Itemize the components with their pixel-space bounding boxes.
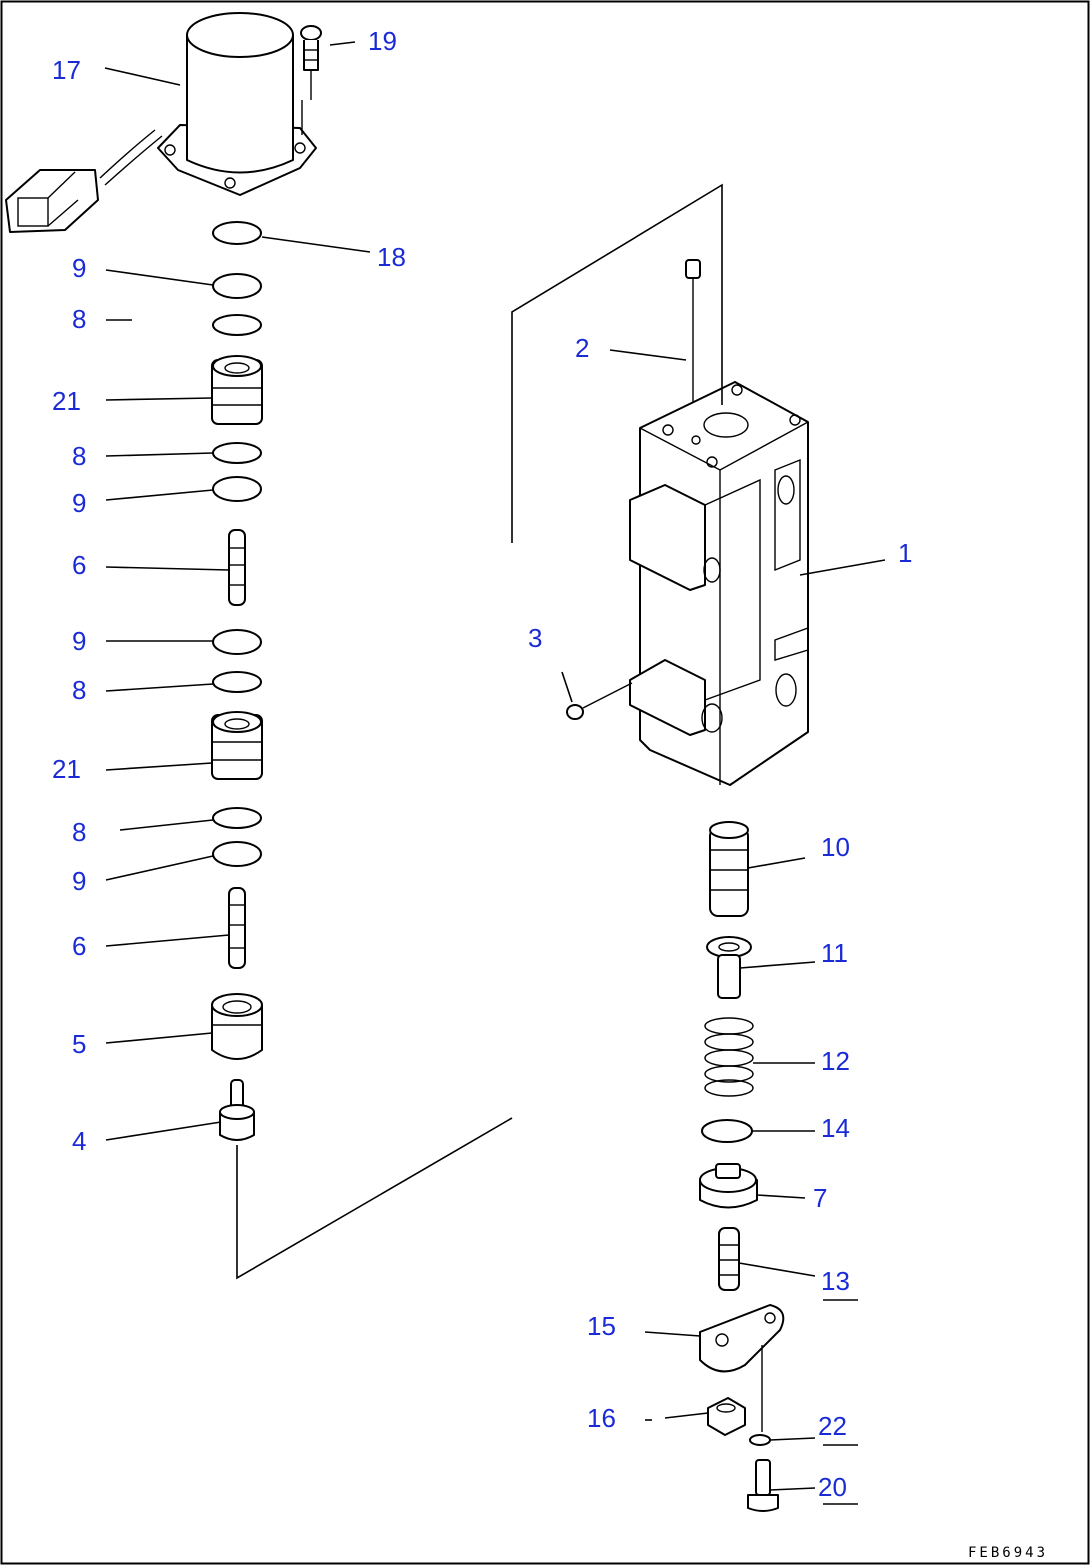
- callout-8: 8: [72, 304, 86, 334]
- callout-19: 19: [368, 26, 397, 56]
- part-5-plug: [211, 993, 263, 1060]
- part-14-o-ring: [701, 1119, 753, 1143]
- part-15-lever: [699, 1304, 785, 1432]
- part-8-o-ring: [212, 807, 262, 829]
- part-8-o-ring: [212, 314, 262, 336]
- assembly-line-lower: [236, 1117, 513, 1280]
- callout-21: 21: [52, 754, 81, 784]
- part-9-backup-ring: [212, 273, 262, 299]
- part-18-o-ring: [212, 221, 262, 245]
- callout-6: 6: [72, 931, 86, 961]
- callout-9: 9: [72, 253, 86, 283]
- callout-7: 7: [813, 1183, 827, 1213]
- callout-2: 2: [575, 333, 589, 363]
- callout-8: 8: [72, 675, 86, 705]
- part-11-retainer: [706, 936, 752, 999]
- part-8-o-ring: [212, 671, 262, 693]
- callout-9: 9: [72, 866, 86, 896]
- callout-14: 14: [821, 1113, 850, 1143]
- callout-10: 10: [821, 832, 850, 862]
- callout-12: 12: [821, 1046, 850, 1076]
- part-6-spool: [228, 529, 246, 606]
- part-4-fitting: [219, 1079, 255, 1141]
- assembly-line-upper: [511, 183, 723, 543]
- callout-13: 13: [821, 1266, 850, 1296]
- callout-8: 8: [72, 817, 86, 847]
- callout-22: 22: [818, 1411, 847, 1441]
- part-9-backup-ring: [212, 476, 262, 502]
- part-21-sleeve: [211, 355, 263, 425]
- part-9-backup-ring: [212, 629, 262, 655]
- part-19-screw: [300, 25, 322, 135]
- drawing-code: FEB6943: [968, 1545, 1048, 1561]
- part-10-spool: [709, 821, 749, 917]
- part-21-sleeve: [211, 711, 263, 780]
- callout-9: 9: [72, 626, 86, 656]
- part-20-bolt: [747, 1459, 779, 1512]
- part-6-spool: [228, 887, 246, 969]
- callout-20: 20: [818, 1472, 847, 1502]
- part-2-plug: [685, 259, 701, 402]
- part-13-adjust-screw: [718, 1227, 740, 1291]
- part-12-spring: [704, 1017, 754, 1097]
- part-8-o-ring: [212, 442, 262, 464]
- callout-1: 1: [898, 538, 912, 568]
- callout-17: 17: [52, 55, 81, 85]
- callout-11: 11: [821, 938, 848, 968]
- part-1-valve-body: [629, 381, 809, 786]
- callout-8: 8: [72, 441, 86, 471]
- part-3-plug: [566, 682, 633, 720]
- callout-18: 18: [377, 242, 406, 272]
- part-22-washer: [749, 1434, 771, 1446]
- part-17-solenoid: [5, 12, 317, 233]
- callout-15: 15: [587, 1311, 616, 1341]
- callout-6: 6: [72, 550, 86, 580]
- part-16-nut: [707, 1397, 746, 1436]
- callout-5: 5: [72, 1029, 86, 1059]
- leader-lines: [104, 41, 886, 1505]
- part-9-backup-ring: [212, 841, 262, 867]
- callout-3: 3: [528, 623, 542, 653]
- callout-16: 16: [587, 1403, 616, 1433]
- callout-21: 21: [52, 386, 81, 416]
- part-7-plug: [699, 1163, 758, 1209]
- callout-9: 9: [72, 488, 86, 518]
- callout-4: 4: [72, 1126, 86, 1156]
